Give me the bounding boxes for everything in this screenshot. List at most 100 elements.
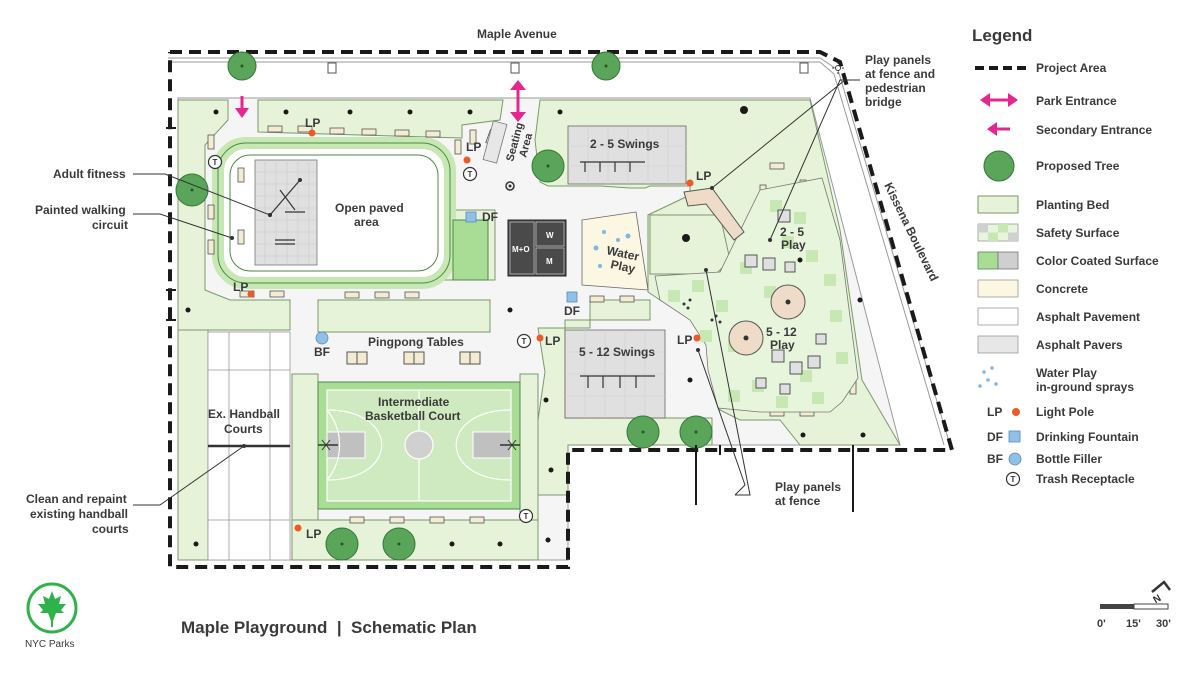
svg-text:LP: LP bbox=[306, 527, 321, 541]
callout-arrowheads bbox=[230, 186, 772, 448]
legend-swatch-safety bbox=[977, 223, 1019, 242]
adult-fitness-area bbox=[254, 159, 318, 266]
callout-fence-1: Play panels bbox=[775, 480, 841, 494]
legend-label-tree: Proposed Tree bbox=[1036, 159, 1120, 173]
callout-fence-2: at fence bbox=[775, 494, 821, 508]
street-maple-avenue: Maple Avenue bbox=[477, 27, 557, 41]
legend-label-light-pole: Light Pole bbox=[1036, 405, 1094, 419]
svg-text:15': 15' bbox=[1126, 618, 1141, 630]
legend-swatch-tree bbox=[983, 150, 1015, 182]
callout-bridge-1: Play panels bbox=[865, 53, 931, 67]
legend-swatch-planting bbox=[977, 195, 1019, 214]
page-title: Maple Playground | Schematic Plan bbox=[181, 618, 477, 637]
legend: Legend Project Area Park Entrance Second… bbox=[972, 26, 1159, 487]
secondary-entrance-arrow bbox=[235, 96, 249, 118]
handball-courts bbox=[207, 331, 291, 561]
handball-label-1: Ex. Handball bbox=[208, 407, 280, 421]
legend-swatch-secondary-entrance bbox=[987, 122, 1010, 136]
legend-swatch-color-coated bbox=[977, 251, 1019, 270]
basketball-court bbox=[317, 381, 521, 510]
callout-walking-circuit-2: circuit bbox=[92, 218, 128, 232]
legend-label-water-play-1: Water Play bbox=[1036, 366, 1097, 380]
callout-handball-3: courts bbox=[92, 522, 129, 536]
tree-centers bbox=[190, 64, 698, 546]
play-equipment bbox=[744, 209, 827, 395]
svg-text:LP: LP bbox=[305, 116, 320, 130]
svg-text:T: T bbox=[468, 170, 473, 179]
svg-text:N: N bbox=[1152, 593, 1164, 606]
bf-label: BF bbox=[314, 345, 330, 359]
legend-title: Legend bbox=[972, 26, 1032, 45]
play-2-5-label-2: Play bbox=[781, 238, 806, 252]
play-5-12-label-1: 5 - 12 bbox=[766, 325, 797, 339]
project-boundary bbox=[168, 50, 955, 569]
comfort-station-m: M bbox=[546, 257, 553, 266]
legend-label-bottle-filler: Bottle Filler bbox=[1036, 452, 1102, 466]
svg-text:T: T bbox=[522, 337, 527, 346]
legend-label-concrete: Concrete bbox=[1036, 282, 1088, 296]
water-play-label-1: Water bbox=[605, 243, 640, 264]
legend-label-safety: Safety Surface bbox=[1036, 226, 1120, 240]
df-label-2: DF bbox=[564, 304, 580, 318]
legend-swatch-asphalt-pavement bbox=[977, 307, 1019, 326]
seating-area bbox=[482, 120, 508, 164]
svg-text:LP: LP bbox=[466, 140, 481, 154]
legend-abbr-bf: BF bbox=[987, 452, 1003, 466]
legend-label-park-entrance: Park Entrance bbox=[1036, 94, 1117, 108]
scale-bar: 0' 15' 30' bbox=[1097, 603, 1171, 630]
basketball-label-2: Basketball Court bbox=[365, 409, 460, 423]
north-fence-posts bbox=[327, 62, 809, 74]
legend-label-planting: Planting Bed bbox=[1036, 198, 1109, 212]
open-paved-area-label-2: area bbox=[354, 215, 379, 229]
swings-2-5-label: 2 - 5 Swings bbox=[590, 137, 660, 151]
legend-label-color-coated: Color Coated Surface bbox=[1036, 254, 1159, 268]
trash-letters: T T T T bbox=[213, 158, 529, 521]
legend-swatch-park-entrance bbox=[980, 93, 1018, 107]
callout-bridge-2: at fence and bbox=[865, 67, 935, 81]
fence-lines bbox=[166, 127, 854, 512]
planter-box bbox=[452, 219, 489, 281]
callout-walking-circuit-1: Painted walking bbox=[35, 203, 126, 217]
sun-icon bbox=[832, 62, 844, 74]
drinking-fountains bbox=[465, 211, 578, 303]
legend-label-secondary-entrance: Secondary Entrance bbox=[1036, 123, 1152, 137]
site-fixtures bbox=[185, 106, 866, 547]
callout-handball-1: Clean and repaint bbox=[26, 492, 127, 506]
light-poles bbox=[247, 129, 701, 532]
central-drain bbox=[505, 181, 515, 191]
legend-trash-letter: T bbox=[1011, 475, 1016, 484]
comfort-station-mo: M+O bbox=[512, 245, 530, 254]
legend-swatch-drinking-fountain bbox=[1008, 430, 1021, 443]
comfort-station-w: W bbox=[546, 231, 554, 240]
callout-bridge-4: bridge bbox=[865, 95, 902, 109]
play-5-12-label-2: Play bbox=[770, 338, 795, 352]
handball-label-2: Courts bbox=[224, 422, 263, 436]
legend-label-trash: Trash Receptacle bbox=[1036, 472, 1135, 486]
water-play-label-2: Play bbox=[609, 257, 636, 276]
svg-text:LP: LP bbox=[696, 169, 711, 183]
pingpong-label: Pingpong Tables bbox=[368, 335, 464, 349]
nyc-parks-logo: NYC Parks bbox=[25, 582, 78, 650]
legend-label-project-area: Project Area bbox=[1036, 61, 1107, 75]
basketball-label-1: Intermediate bbox=[378, 395, 450, 409]
legend-abbr-df: DF bbox=[987, 430, 1003, 444]
legend-swatch-bottle-filler bbox=[1008, 452, 1022, 466]
callout-lines bbox=[133, 79, 860, 506]
svg-text:30': 30' bbox=[1156, 618, 1171, 630]
legend-swatch-concrete bbox=[977, 279, 1019, 298]
callout-bridge-3: pedestrian bbox=[865, 81, 926, 95]
svg-text:T: T bbox=[524, 512, 529, 521]
water-play-area bbox=[581, 211, 649, 291]
svg-text:T: T bbox=[213, 158, 218, 167]
legend-label-asphalt-pavers: Asphalt Pavers bbox=[1036, 338, 1123, 352]
north-arrow-icon: N bbox=[1151, 580, 1171, 606]
maple-leaf-icon bbox=[38, 591, 66, 627]
play-area-safety-surface bbox=[654, 177, 859, 413]
legend-swatch-asphalt-pavers bbox=[977, 335, 1019, 354]
legend-label-water-play-2: in-ground sprays bbox=[1036, 380, 1134, 394]
callout-handball-2: existing handball bbox=[30, 507, 128, 521]
park-entrance-arrow bbox=[510, 80, 526, 122]
svg-text:0': 0' bbox=[1097, 618, 1106, 630]
svg-text:LP: LP bbox=[677, 333, 692, 347]
